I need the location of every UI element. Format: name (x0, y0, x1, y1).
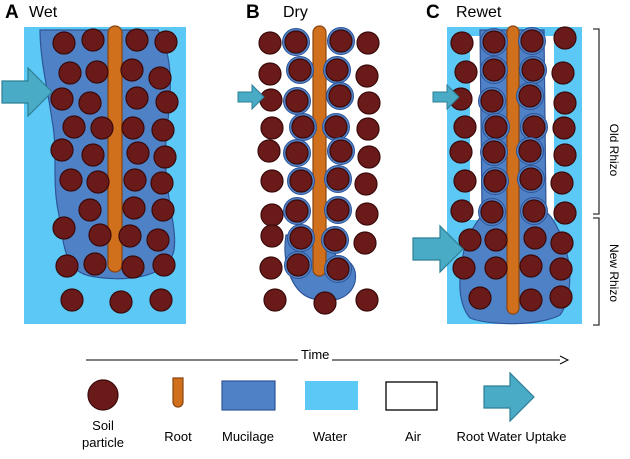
time-axis-arrowhead (559, 355, 570, 365)
panel-a-wet (1, 25, 186, 324)
panel-b-uptake-arrow-icon (237, 83, 265, 111)
panel-b-letter: B (246, 2, 260, 23)
air-icon (385, 381, 438, 411)
panel-c-uptake-arrow-lower-icon (412, 224, 464, 274)
panel-c-title: Rewet (456, 4, 502, 21)
panel-b-root (312, 25, 327, 277)
old-rhizo-label: Old Rhizo (607, 123, 621, 177)
panel-c-rewet (412, 25, 582, 325)
panel-c-root (506, 25, 520, 315)
new-rhizo-label: New Rhizo (607, 243, 621, 303)
old-rhizo-bracket (593, 28, 600, 215)
soil-particle-icon (87, 379, 119, 411)
legend-water-label: Water (312, 429, 348, 444)
water-icon (305, 381, 358, 410)
legend-root-label: Root (164, 429, 192, 444)
panel-b-title: Dry (283, 4, 308, 21)
panel-c-air-gap-right (544, 36, 554, 220)
root-icon (172, 377, 184, 408)
panel-b-dry (237, 25, 381, 315)
legend-soil-label-line1: Soil (92, 418, 114, 433)
mucilage-icon (221, 380, 276, 411)
panel-a-root (107, 25, 123, 273)
root-water-uptake-arrow-icon (483, 371, 535, 423)
panel-a-letter: A (5, 2, 19, 23)
new-rhizo-bracket (593, 217, 600, 326)
legend-mucilage-label: Mucilage (221, 429, 275, 444)
panel-c-letter: C (426, 2, 440, 23)
legend-root-water-uptake-label: Root Water Uptake (456, 429, 567, 444)
legend-air-label: Air (405, 429, 421, 444)
panel-a-uptake-arrow-icon (1, 66, 53, 118)
panel-a-title: Wet (29, 4, 58, 21)
time-label: Time (298, 348, 333, 361)
legend-soil-label-line2: particle (82, 435, 124, 450)
panel-c-uptake-arrow-upper-icon (432, 83, 460, 111)
